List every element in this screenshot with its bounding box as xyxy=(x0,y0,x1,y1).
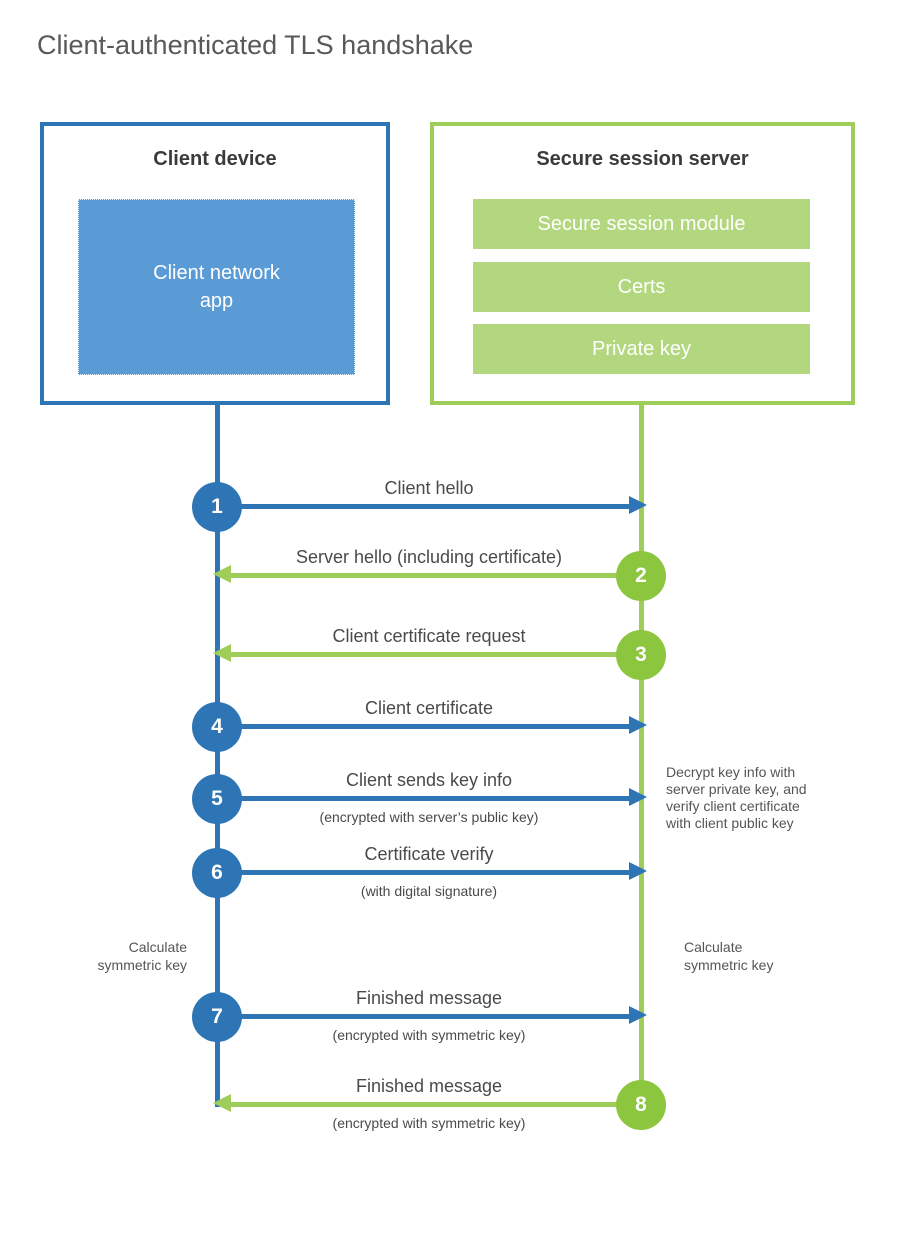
arrow-line xyxy=(231,573,641,578)
arrow-line xyxy=(217,870,629,875)
step-label: Finished message xyxy=(355,1076,503,1096)
step-sublabel: (encrypted with server’s public key) xyxy=(319,809,539,825)
arrow-right-icon xyxy=(629,862,647,880)
server-module-secure-session: Secure session module xyxy=(473,199,810,249)
server-module-certs: Certs xyxy=(473,262,810,312)
step-number-badge: 7 xyxy=(192,992,242,1042)
step-sublabel: (encrypted with symmetric key) xyxy=(332,1115,526,1131)
server-module-private-key: Private key xyxy=(473,324,810,374)
secure-session-server-title: Secure session server xyxy=(536,148,749,170)
step-sublabel: (encrypted with symmetric key) xyxy=(332,1027,526,1043)
arrow-line xyxy=(231,1102,641,1107)
arrow-line xyxy=(217,1014,629,1019)
arrow-line xyxy=(231,652,641,657)
arrow-left-icon xyxy=(213,644,231,662)
arrow-line xyxy=(217,724,629,729)
server-note-calculate-symmetric-key: Calculate symmetric key xyxy=(684,939,774,973)
server-lifeline xyxy=(639,405,644,1130)
step-label: Client sends key info xyxy=(345,770,513,790)
page-title: Client-authenticated TLS handshake xyxy=(37,30,474,60)
client-device-box: Client device Client network app xyxy=(40,122,390,405)
arrow-left-icon xyxy=(213,565,231,583)
secure-session-server-box: Secure session server Secure session mod… xyxy=(430,122,855,405)
client-lifeline xyxy=(215,405,220,1107)
step-sublabel: (with digital signature) xyxy=(360,883,498,899)
step-number-badge: 8 xyxy=(616,1080,666,1130)
step-label: Client certificate xyxy=(364,698,494,718)
arrow-right-icon xyxy=(629,716,647,734)
client-note-calculate-symmetric-key: Calculate symmetric key xyxy=(97,939,187,973)
step-number-badge: 3 xyxy=(616,630,666,680)
arrow-right-icon xyxy=(629,788,647,806)
arrow-right-icon xyxy=(629,496,647,514)
step-number-badge: 4 xyxy=(192,702,242,752)
step-label: Server hello (including certificate) xyxy=(295,547,563,567)
arrow-line xyxy=(217,796,629,801)
client-device-title: Client device xyxy=(153,148,277,170)
step-number-badge: 6 xyxy=(192,848,242,898)
step-label: Client hello xyxy=(384,478,474,498)
step-number-badge: 5 xyxy=(192,774,242,824)
step-label: Certificate verify xyxy=(364,844,494,864)
step-label: Client certificate request xyxy=(332,626,526,646)
client-network-app-box: Client network app xyxy=(78,199,355,375)
step-label: Finished message xyxy=(355,988,503,1008)
arrow-right-icon xyxy=(629,1006,647,1024)
arrow-left-icon xyxy=(213,1094,231,1112)
arrow-line xyxy=(217,504,629,509)
step-number-badge: 1 xyxy=(192,482,242,532)
server-note-decrypt-key-info: Decrypt key info with server private key… xyxy=(666,764,807,831)
step-number-badge: 2 xyxy=(616,551,666,601)
